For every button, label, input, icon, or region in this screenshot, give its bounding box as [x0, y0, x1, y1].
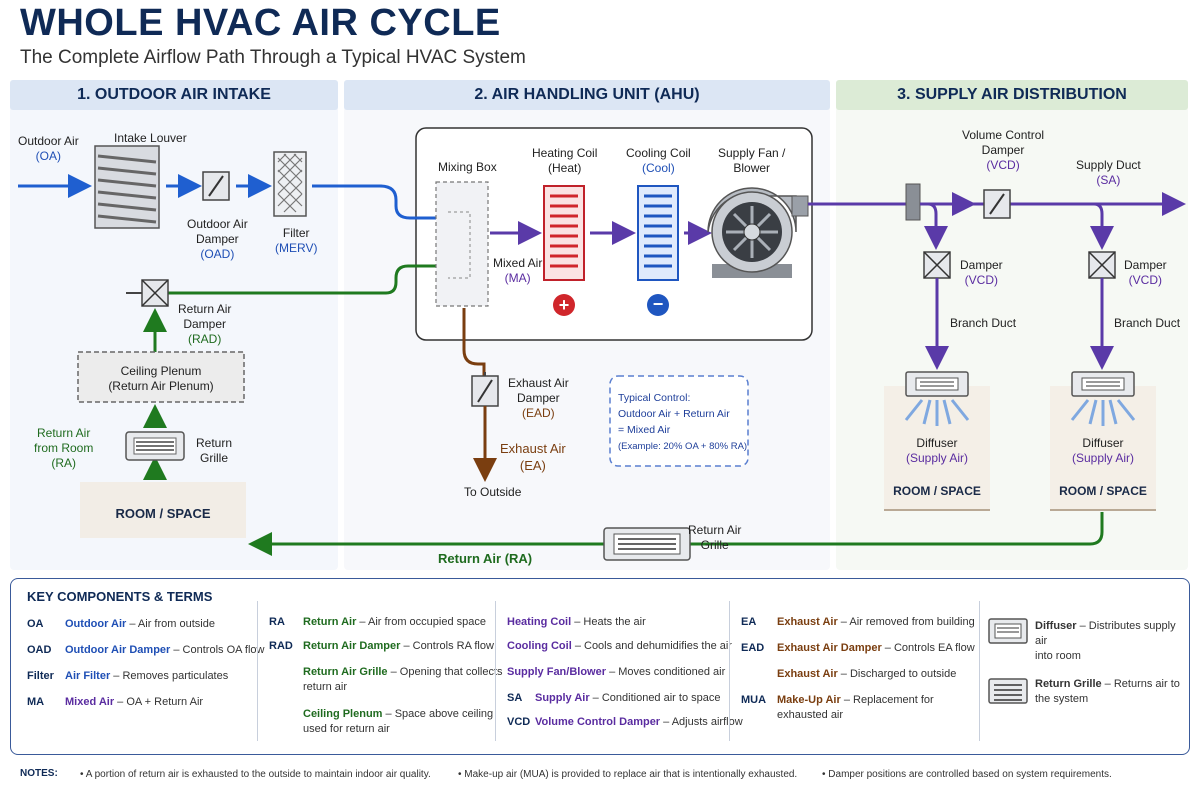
branch-damper-1-icon	[923, 251, 951, 279]
legend-diffuser-icon	[988, 618, 1028, 644]
branch-duct-1-label: Branch Duct	[950, 316, 1017, 330]
branch-damper-1-label: Damper(VCD)	[960, 258, 1003, 287]
legend-divider-1	[257, 601, 258, 741]
section-header-supply: 3. SUPPLY AIR DISTRIBUTION	[836, 80, 1188, 110]
minus-icon	[647, 294, 669, 316]
legend-return-grille-icon	[988, 678, 1028, 704]
room-left-bg	[80, 482, 246, 538]
note-1: • A portion of return air is exhausted t…	[80, 769, 431, 780]
to-outside-label: To Outside	[464, 485, 522, 499]
notes-label: NOTES:	[20, 768, 58, 779]
outdoor-air-damper-icon	[202, 171, 230, 201]
branch-duct-2-top	[1090, 202, 1114, 250]
return-air-main-label: Return Air (RA)	[438, 551, 533, 566]
filter-label: Filter(MERV)	[275, 226, 318, 255]
return-flow-to-mixing	[166, 254, 462, 295]
airflow-diagram	[18, 127, 1186, 561]
ceiling-plenum	[77, 351, 245, 403]
exhaust-flow-line	[462, 308, 486, 376]
supply-fan-icon	[707, 187, 809, 278]
mixing-box	[435, 181, 489, 307]
legend-item-exhaust: Exhaust Air – Discharged to outside	[777, 668, 957, 680]
room-supply-1-label: ROOM / SPACE	[893, 484, 981, 498]
legend-divider-4	[979, 601, 980, 741]
minus-label: −	[652, 294, 664, 314]
mixing-box-label: Mixing Box	[438, 160, 497, 174]
room-supply-2-label: ROOM / SPACE	[1059, 484, 1147, 498]
diffuser-2-label: Diffuser(Supply Air)	[1071, 436, 1135, 465]
legend-title: KEY COMPONENTS & TERMS	[27, 589, 213, 604]
note-2: • Make-up air (MUA) is provided to repla…	[458, 769, 798, 780]
outdoor-air-label: Outdoor Air(OA)	[18, 134, 79, 163]
legend-item-fan: Supply Fan/Blower – Moves conditioned ai…	[507, 666, 726, 678]
supply-fan-label: Supply Fan /Blower	[718, 146, 786, 175]
section-header-ahu: 2. AIR HANDLING UNIT (AHU)	[344, 80, 830, 110]
legend-item-cooling: Cooling Coil – Cools and dehumidifies th…	[507, 640, 732, 652]
section-header-intake: 1. OUTDOOR AIR INTAKE	[10, 80, 338, 110]
page-subtitle: The Complete Airflow Path Through a Typi…	[20, 47, 526, 68]
branch-duct-2-label: Branch Duct	[1114, 316, 1181, 330]
legend-divider-2	[495, 601, 496, 741]
branch-damper-2-label: Damper(VCD)	[1124, 258, 1167, 287]
duct-takeoff-icon	[905, 183, 921, 221]
intake-louver	[94, 145, 160, 229]
cooling-coil-label: Cooling Coil(Cool)	[626, 146, 691, 175]
return-air-main-line	[690, 512, 1104, 546]
plus-icon	[553, 294, 575, 316]
return-grille-icon	[125, 431, 185, 461]
oa-flow-arrow-4	[312, 184, 462, 230]
page-title: WHOLE HVAC AIR CYCLE	[20, 2, 501, 44]
legend-item-heating: Heating Coil – Heats the air	[507, 616, 646, 628]
heating-coil-label: Heating Coil(Heat)	[532, 146, 598, 175]
heating-coil-icon	[543, 185, 585, 281]
intake-louver-label: Intake Louver	[114, 131, 187, 145]
control-note-text: Typical Control:Outdoor Air + Return Air…	[618, 392, 748, 452]
ceiling-plenum-label: Ceiling Plenum(Return Air Plenum)	[108, 364, 214, 393]
plus-label: +	[558, 295, 570, 315]
cooling-coil-icon	[637, 185, 679, 281]
volume-control-damper-icon	[983, 189, 1011, 219]
diffuser-1-icon	[904, 371, 970, 426]
mixed-air-label: Mixed Air(MA)	[493, 256, 543, 285]
legend-divider-3	[729, 601, 730, 741]
exhaust-air-damper-icon	[471, 372, 499, 407]
branch-duct-1-top	[920, 202, 948, 250]
diffuser-1-label: Diffuser(Supply Air)	[905, 436, 969, 465]
return-air-damper-icon	[126, 279, 169, 307]
filter-icon	[273, 151, 307, 217]
return-air-grille-bottom-icon	[603, 527, 691, 561]
legend-item-return-grille: Return Air Grille – Opening that collect…	[303, 666, 503, 693]
note-3: • Damper positions are controlled based …	[822, 769, 1112, 780]
room-left-label: ROOM / SPACE	[115, 506, 211, 521]
exhaust-air-label: Exhaust Air(EA)	[500, 441, 566, 473]
supply-duct-label: Supply Duct(SA)	[1076, 158, 1141, 187]
branch-damper-2-icon	[1088, 251, 1116, 279]
diffuser-2-icon	[1070, 371, 1136, 426]
control-note-box	[609, 375, 749, 467]
